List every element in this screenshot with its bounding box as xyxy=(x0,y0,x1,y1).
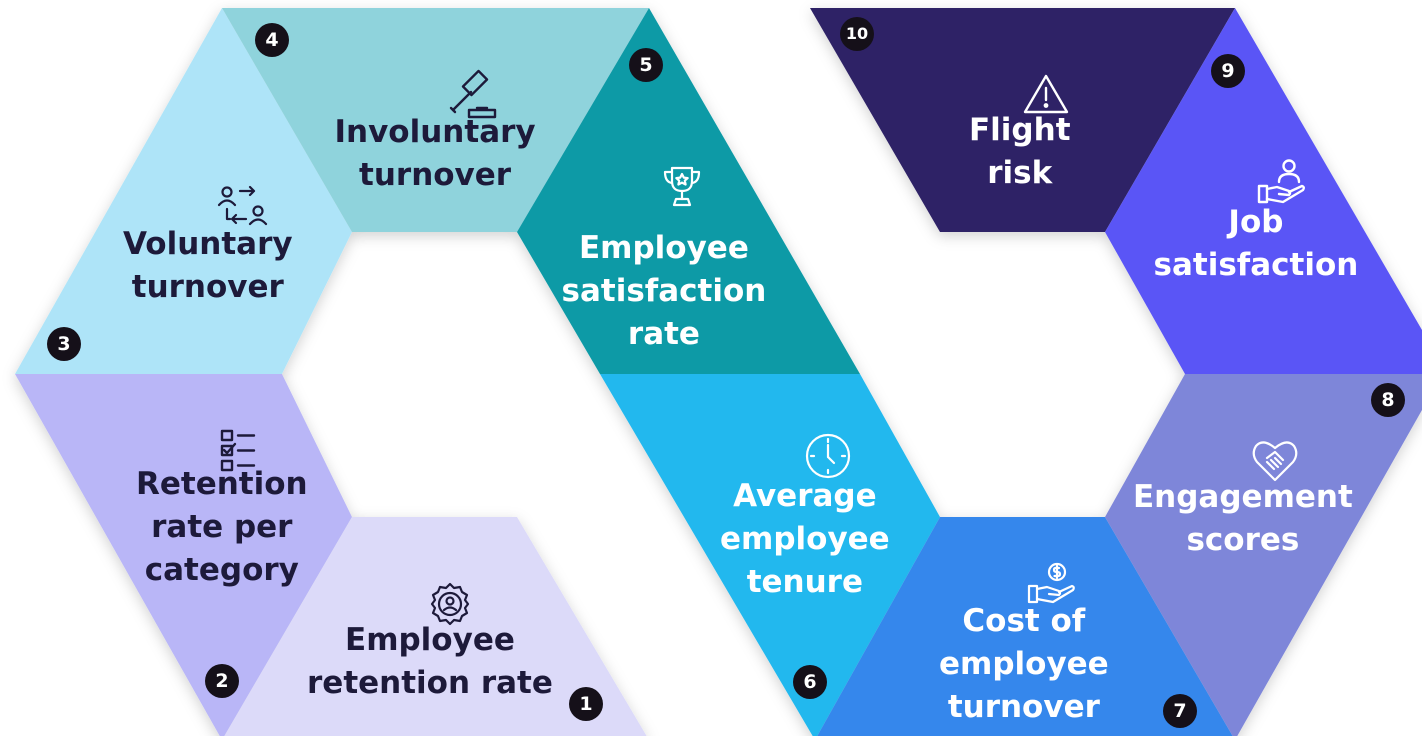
segment-label-line: Flight xyxy=(969,112,1071,148)
segment-shape-7 xyxy=(817,517,1233,736)
segment-shape-2 xyxy=(15,374,352,736)
step-number-badge: 8 xyxy=(1371,383,1405,417)
segment-label-line: Employee xyxy=(579,229,749,266)
segment-label-line: Voluntary xyxy=(123,226,293,262)
segment-label-10: Flight risk xyxy=(969,109,1071,195)
segment-label-4: Involuntary turnover xyxy=(335,111,536,197)
segment-label-line: employee xyxy=(720,520,890,557)
segment-shape-4 xyxy=(222,8,649,232)
segment-shape-8 xyxy=(1105,374,1422,736)
segment-label-line: Involuntary xyxy=(334,114,536,150)
step-number-badge: 9 xyxy=(1211,54,1245,88)
segment-label-line: tenure xyxy=(746,563,863,600)
segment-label-9: Job satisfaction xyxy=(1154,201,1359,287)
segment-label-line: retention rate xyxy=(307,665,553,701)
segment-label-line: Average xyxy=(733,477,877,514)
segment-label-1: Employee retention rate xyxy=(307,619,553,705)
segment-label-8: Engagement scores xyxy=(1133,476,1353,562)
segment-shape-6 xyxy=(600,374,940,736)
segment-label-line: category xyxy=(144,551,299,588)
segment-label-6: Average employee tenure xyxy=(720,475,890,604)
step-number-badge: 4 xyxy=(255,23,289,57)
segment-label-line: risk xyxy=(987,155,1053,191)
segment-label-line: satisfaction xyxy=(1153,247,1359,283)
segment-label-line: rate per xyxy=(151,508,293,545)
segment-label-line: Employee xyxy=(345,622,515,658)
segment-label-3: Voluntary turnover xyxy=(123,223,293,309)
segment-shape-10 xyxy=(810,8,1235,232)
segment-label-7: Cost of employee turnover xyxy=(939,600,1109,729)
segment-label-line: employee xyxy=(939,645,1109,682)
step-number-badge: 6 xyxy=(793,665,827,699)
segment-label-5: Employee satisfaction rate xyxy=(562,227,767,356)
segment-label-line: rate xyxy=(627,315,700,352)
segment-label-line: Engagement xyxy=(1133,479,1353,515)
segment-shape-3 xyxy=(15,8,352,374)
segment-shape-9 xyxy=(1105,8,1422,374)
segment-label-2: Retention rate per category xyxy=(136,463,308,592)
step-number-badge: 10 xyxy=(840,17,874,51)
segment-shape-1 xyxy=(224,517,647,736)
step-number-badge: 2 xyxy=(205,664,239,698)
segment-shape-5 xyxy=(517,8,860,374)
segment-label-line: Retention xyxy=(136,465,308,502)
segment-label-line: turnover xyxy=(131,269,284,305)
segment-label-line: satisfaction xyxy=(561,272,767,309)
segment-label-line: turnover xyxy=(359,157,512,193)
segment-label-line: Cost of xyxy=(962,602,1086,639)
step-number-badge: 3 xyxy=(47,327,81,361)
step-number-badge: 1 xyxy=(569,687,603,721)
segment-label-line: scores xyxy=(1186,522,1300,558)
step-number-badge: 7 xyxy=(1163,694,1197,728)
segment-label-line: turnover xyxy=(947,688,1100,725)
segment-label-line: Job xyxy=(1228,204,1284,240)
step-number-badge: 5 xyxy=(629,48,663,82)
